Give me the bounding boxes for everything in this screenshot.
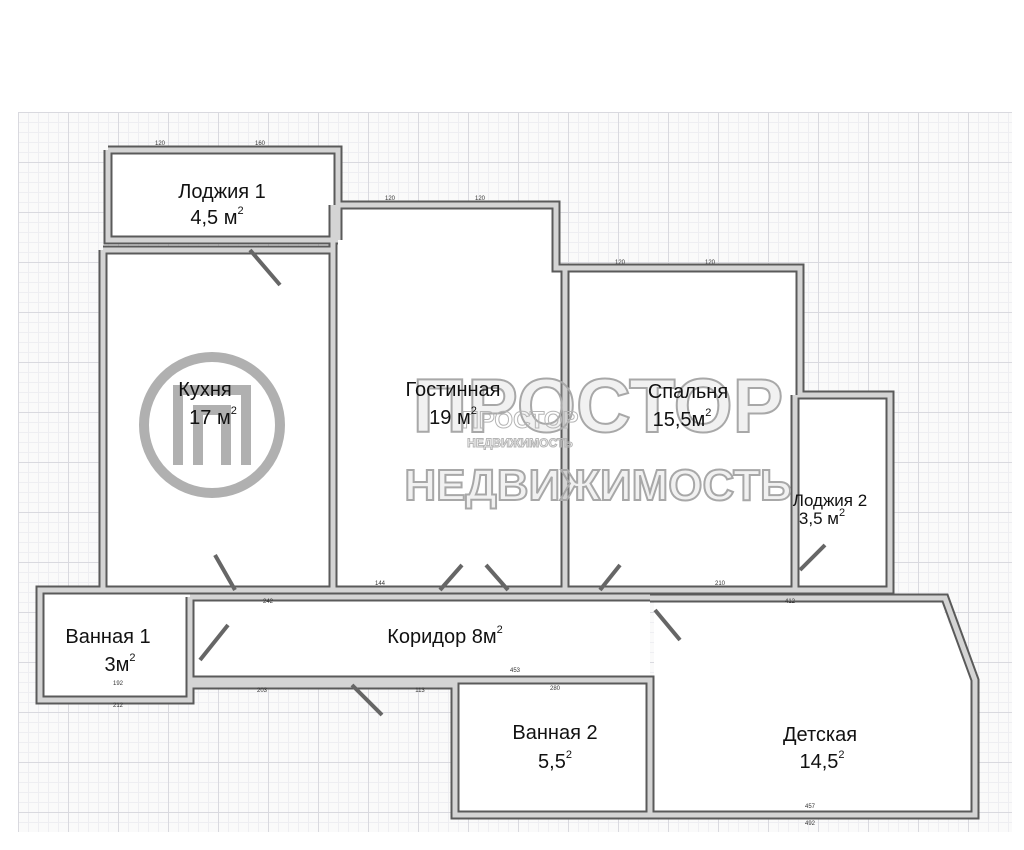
dimension-label: 492 [805,821,816,827]
door-nursery [653,608,682,642]
room-name: Коридор 8м [387,626,496,648]
svg-text:Коридор 8м2: Коридор 8м2 [387,624,503,648]
dimension-label: 280 [550,686,561,692]
room-area: 3,5 м [799,509,839,528]
dimension-label: 120 [705,260,716,266]
room-corridor: Коридор 8м2 [387,624,503,648]
dimension-label: 203 [257,688,268,694]
door-bedroom [598,563,622,592]
dimension-label: 210 [715,581,726,587]
door-kitchen [213,554,237,591]
room-name: Ванная 2 [512,722,597,744]
room-area: 14,5 [799,751,838,773]
dimension-label: 113 [415,688,425,694]
room-area: 4,5 м [190,207,237,229]
room-area-sup: 2 [231,405,237,417]
dimension-label: 120 [385,196,396,202]
svg-text:15,5м2: 15,5м2 [653,407,712,431]
room-area: 5,5 [538,751,566,773]
room-name: Детская [783,724,857,746]
dimension-label: 242 [263,599,274,605]
watermark-sub-small: НЕДВИЖИМОСТЬ [467,436,573,450]
room-nursery: Детская 14,52 [783,724,857,773]
room-name: Спальня [648,381,728,403]
room-name: Гостинная [406,379,501,401]
svg-text:3,5 м2: 3,5 м2 [799,507,845,528]
dimension-label: 453 [510,668,521,674]
room-name: Лоджия 1 [178,181,266,203]
watermark-sub: НЕДВИЖИМОСТЬ [404,461,791,510]
logo-p-circle-icon [139,352,285,498]
svg-text:3м2: 3м2 [105,652,136,676]
svg-text:17 м2: 17 м2 [189,405,237,429]
door-kitchen-loggia [248,248,282,287]
room-area: 3м [105,654,130,676]
doors [198,248,827,717]
room-name: Кухня [178,379,232,401]
room-living: Гостинная 19 м2 [406,379,501,429]
dimension-label: 412 [785,599,796,605]
room-area-sup: 2 [839,507,845,519]
dimension-label: 144 [375,581,386,587]
room-name: Ванная 1 [65,626,150,648]
room-area-sup: 2 [838,749,844,761]
watermark-brand-small: ПРОСТОР [461,407,578,434]
dimension-label: 120 [155,141,166,147]
room-bathroom-2: Ванная 2 5,52 [512,722,597,773]
watermark: ПРОСТОР НЕДВИЖИМОСТЬ ПРОСТОР НЕДВИЖИМОСТ… [139,352,793,511]
room-bedroom: Спальня 15,5м2 [648,381,728,431]
dimension-label: 192 [113,681,124,687]
room-labels: Лоджия 1 4,5 м2 Кухня 17 м2 Гостинная 19… [65,181,867,773]
dimensions: 120 160 120 120 120 120 242 144 210 412 … [113,141,816,827]
room-fills [44,152,975,812]
room-area-sup: 2 [129,652,135,664]
room-area-sup: 2 [471,405,477,417]
svg-text:5,52: 5,52 [538,749,572,773]
room-area: 17 м [189,407,231,429]
svg-text:14,52: 14,52 [799,749,844,773]
dimension-label: 120 [615,260,626,266]
door-living-left [438,563,464,592]
svg-text:19 м2: 19 м2 [429,405,477,429]
svg-text:4,5 м2: 4,5 м2 [190,205,243,229]
door-living-right [484,563,510,592]
dimension-label: 212 [113,703,124,709]
door-bathroom-1 [198,623,230,662]
dimension-label: 160 [255,141,266,147]
dimension-label: 120 [475,196,486,202]
walls [35,145,980,820]
room-area-sup: 2 [566,749,572,761]
room-area-sup: 2 [237,205,243,217]
door-entrance [350,683,384,717]
room-area: 15,5м [653,409,706,431]
room-kitchen: Кухня 17 м2 [178,379,237,429]
room-bathroom-1: Ванная 1 3м2 [65,626,150,676]
room-name: Лоджия 2 [793,491,867,510]
room-loggia-1: Лоджия 1 4,5 м2 [178,181,266,229]
room-area-sup: 2 [497,624,503,636]
watermark-brand: ПРОСТОР [413,364,784,449]
door-loggia-2 [798,543,827,572]
room-area: 19 м [429,407,471,429]
room-loggia-2: Лоджия 2 3,5 м2 [793,491,867,528]
dimension-label: 457 [805,804,816,810]
room-area-sup: 2 [705,407,711,419]
logo-p-glyph-icon [173,385,251,465]
